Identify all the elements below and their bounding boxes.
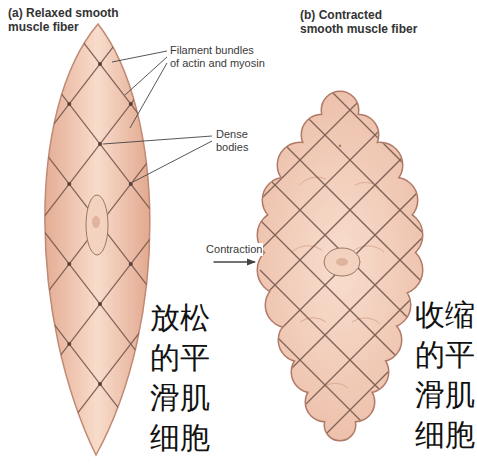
part-label: Filament bundles of actin and myosin [170,44,265,70]
muscle-fiber: (a) Relaxed smooth muscle fiber 放松的平滑肌细胞 [5,4,214,460]
chinese-caption: 放松的平滑肌细胞 [150,298,212,458]
arrow-label: Contraction [205,243,263,256]
fiber-title: (a) Relaxed smooth muscle fiber [8,6,130,34]
part-label: Dense bodies [216,128,271,154]
fiber-title: (b) Contracted smooth muscle fiber [300,8,425,36]
muscle-fiber: (b) Contracted smooth muscle fiber 收缩的平滑肌… [255,4,477,457]
contraction-arrow [214,261,256,263]
chinese-caption: 收缩的平滑肌细胞 [415,295,477,455]
